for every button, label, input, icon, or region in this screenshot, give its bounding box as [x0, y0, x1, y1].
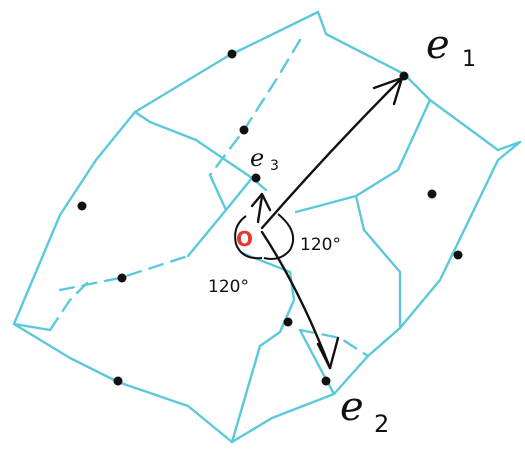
lattice-point: [453, 250, 463, 260]
lattice-point: [321, 376, 331, 386]
cell-edge: [12, 110, 137, 326]
lattice-points: [77, 49, 463, 386]
lattice-point: [427, 189, 437, 199]
vector-e1-arrowhead: [372, 76, 404, 106]
cell-edge: [133, 110, 198, 142]
lattice-point: [117, 273, 127, 283]
vector-e2-line: [260, 230, 332, 370]
hidden-edge: [48, 278, 92, 332]
lattice-point: [251, 173, 261, 183]
cell-edge: [316, 10, 522, 152]
vector-label-e3-sub: 3: [270, 158, 279, 174]
vector-e1-line: [260, 76, 404, 230]
cell-edge: [133, 10, 320, 114]
vector-label-e3: e 3: [250, 144, 279, 174]
vector-label-e2-letter: e: [340, 384, 364, 430]
hidden-edge: [298, 328, 370, 358]
cell-edge: [298, 328, 336, 396]
cell-edge: [12, 322, 52, 332]
vector-e3-arrowhead: [250, 192, 272, 212]
vector-label-e3-letter: e: [250, 144, 264, 172]
cell-edge: [230, 140, 522, 444]
angle-arc-right: [263, 213, 294, 260]
lattice-point: [77, 201, 87, 211]
origin-label: O: [236, 227, 253, 251]
cell-edges: [12, 10, 522, 444]
vector-label-e1: e 1: [426, 22, 476, 72]
hidden-edge: [208, 38, 302, 177]
cell-edge: [230, 251, 296, 444]
lattice-point: [283, 317, 293, 327]
vector-label-e2-sub: 2: [374, 410, 389, 438]
cell-edge: [208, 173, 228, 212]
cell-edge: [12, 322, 234, 444]
lattice-point: [227, 49, 237, 59]
vector-label-e1-letter: e: [426, 22, 450, 68]
cell-edge: [294, 98, 432, 214]
angle-label-right: 120°: [300, 235, 341, 255]
lattice-point: [239, 125, 249, 135]
cell-edge: [354, 194, 402, 330]
basis-vectors: [250, 76, 404, 370]
hidden-edges: [48, 38, 370, 358]
angle-arcs: [234, 213, 294, 260]
vector-e3-line: [256, 194, 264, 224]
vector-label-e1-sub: 1: [462, 47, 476, 72]
angle-label-left: 120°: [208, 277, 249, 297]
lattice-point: [113, 376, 123, 386]
hidden-edge: [58, 254, 190, 292]
angle-arc-left: [234, 215, 263, 260]
vector-e2-arrowhead: [316, 336, 340, 370]
vector-label-e2: e 2: [340, 384, 389, 438]
